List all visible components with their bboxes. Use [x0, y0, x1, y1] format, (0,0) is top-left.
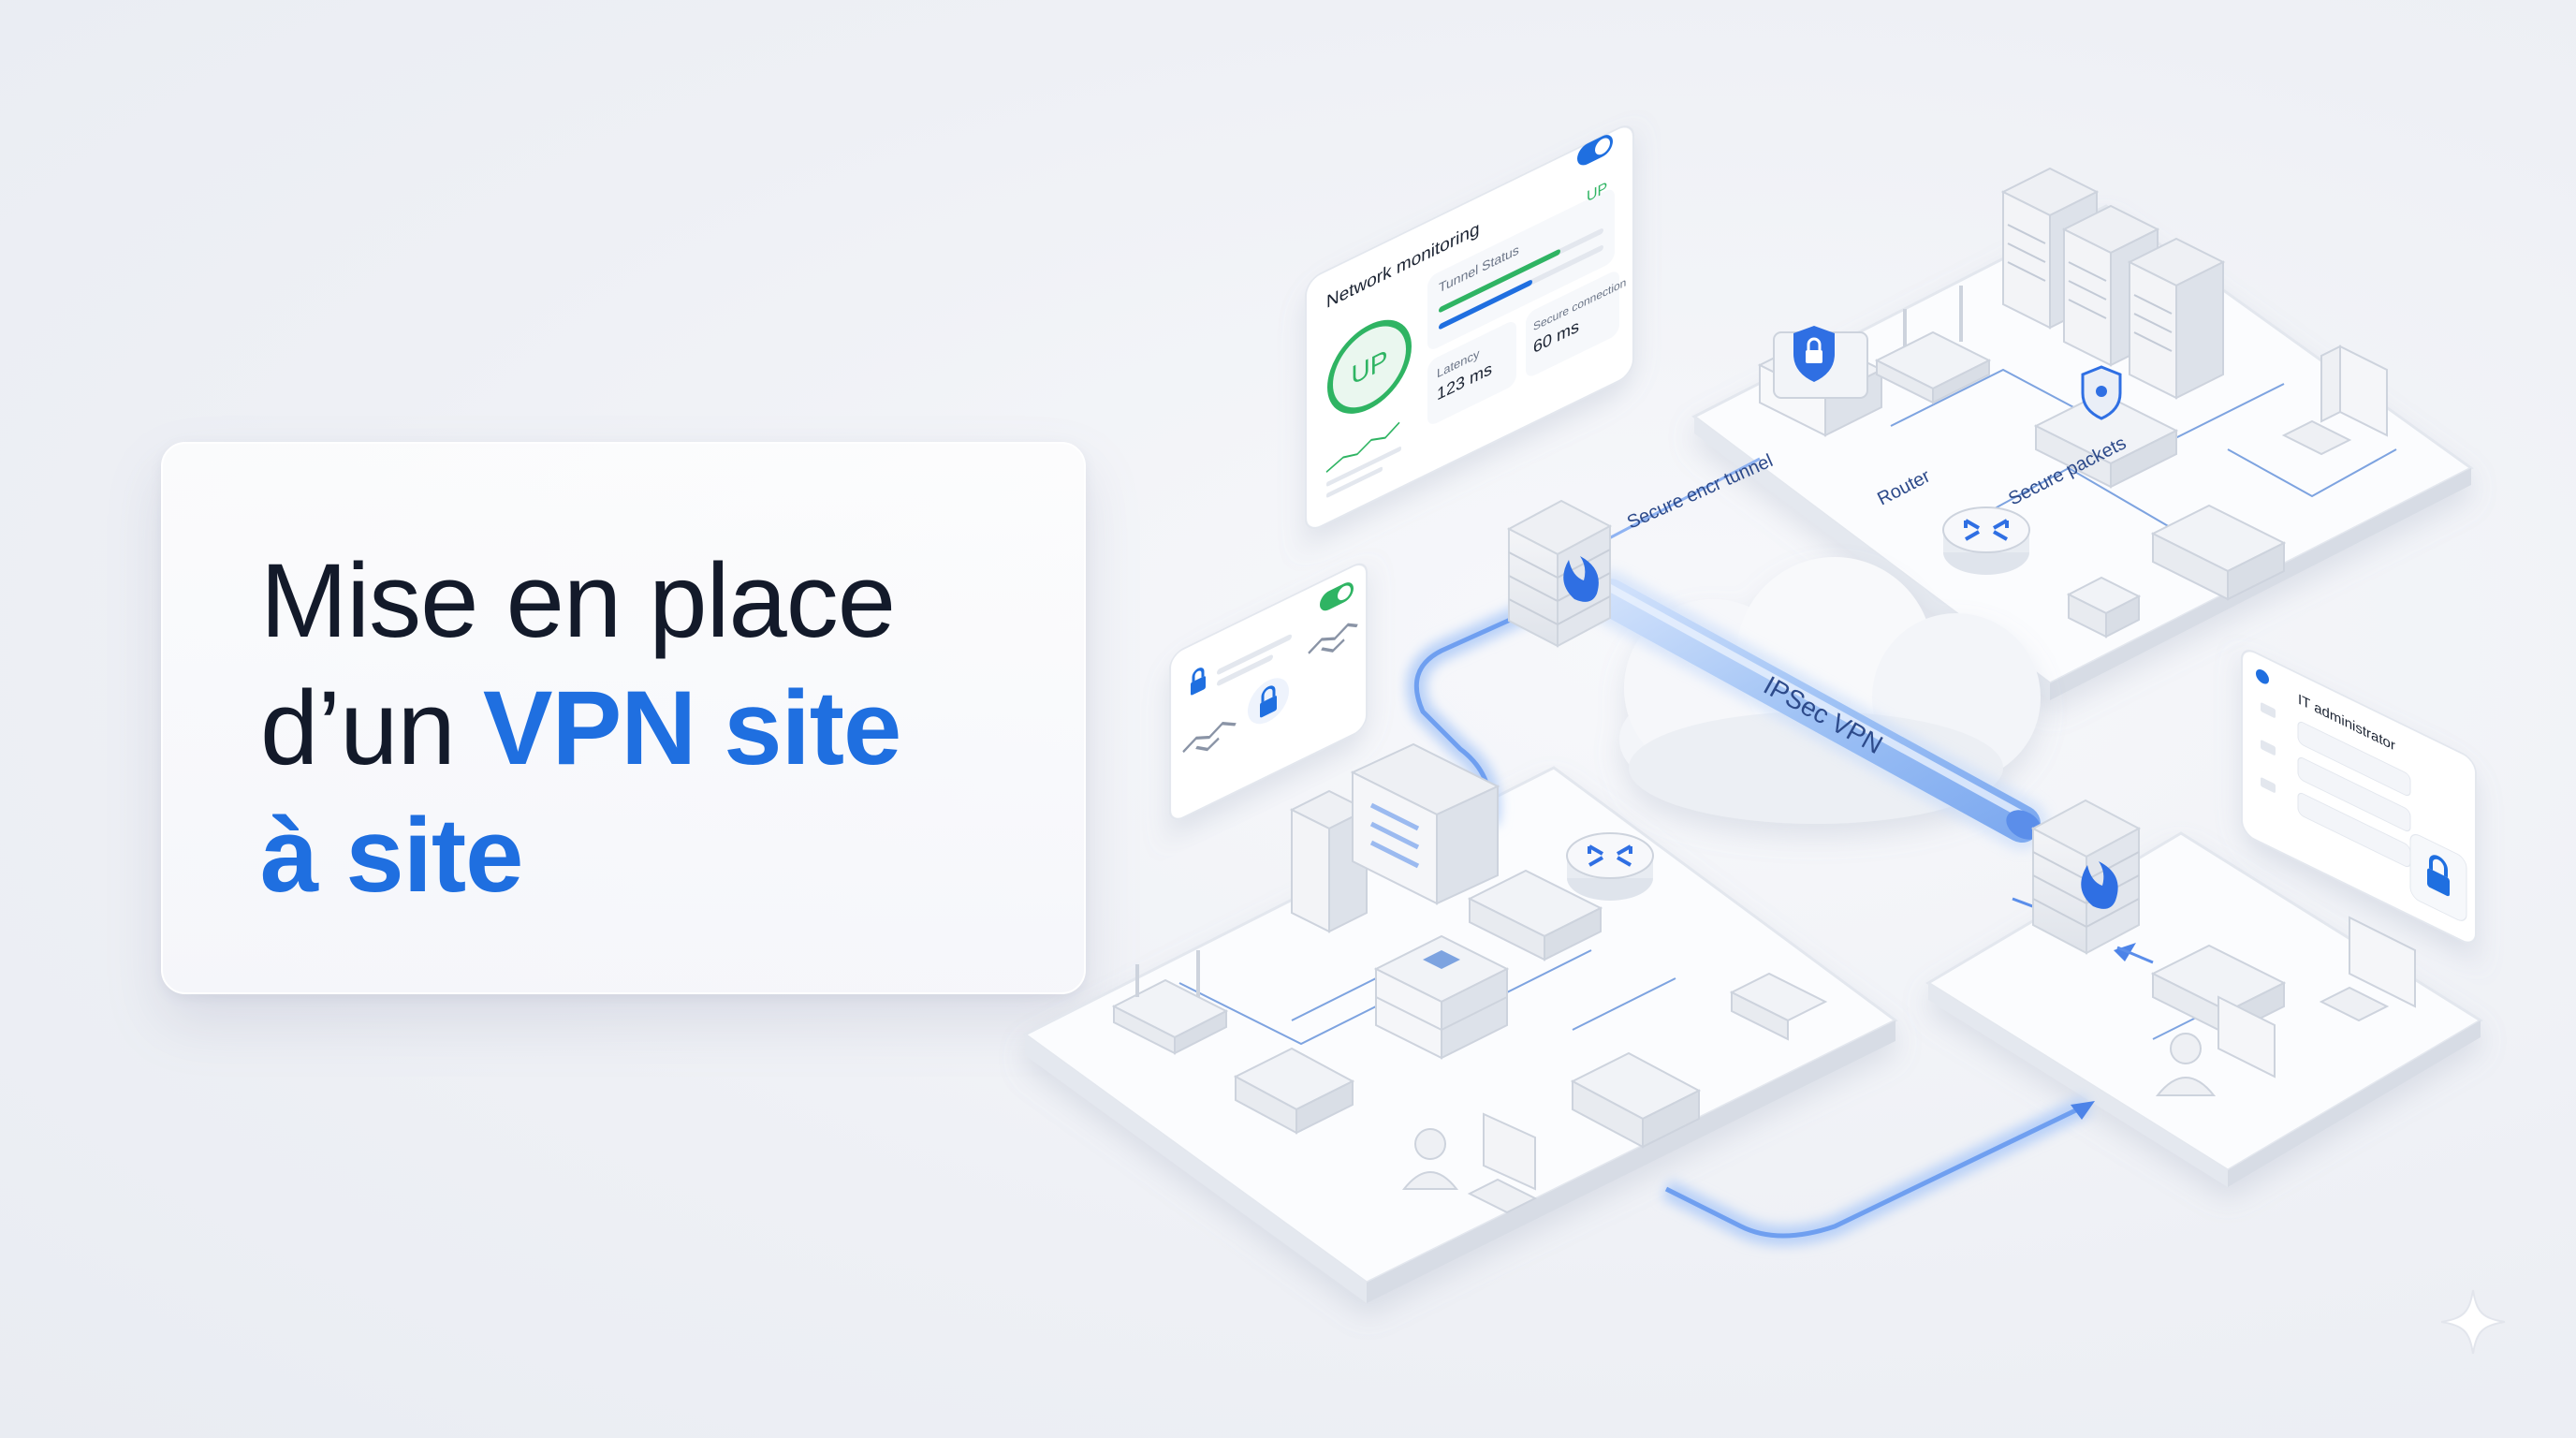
firewall-top — [1506, 499, 1613, 648]
firewall-right — [2030, 799, 2142, 955]
wifi-router — [1874, 286, 1992, 404]
page-title: Mise en place d’un VPN site à site — [260, 537, 1065, 919]
shield-lock-icon — [2081, 365, 2122, 420]
title-card: Mise en place d’un VPN site à site — [161, 442, 1086, 994]
switch-small — [1233, 1047, 1355, 1135]
server-rack-left — [1289, 742, 1500, 933]
core-switch — [1373, 934, 1510, 1060]
title-line-3: à site — [260, 797, 523, 914]
title-highlight: VPN site — [482, 669, 901, 786]
lock-icon — [1191, 668, 1206, 696]
switch-left — [1467, 869, 1603, 961]
secure-tunnel-label: Secure encr tunnel — [1624, 450, 1776, 533]
status-ring — [1327, 319, 1412, 414]
desktop-computer — [2319, 916, 2416, 1022]
lock-icon — [2427, 855, 2450, 897]
server-rack — [2000, 167, 2226, 400]
switch-right — [2150, 944, 2287, 1036]
wifi-router — [1111, 950, 1229, 1055]
network-monitoring-panel: Network monitoring UP Tunnel Status UP L… — [1305, 125, 1634, 530]
title-line-1: Mise en place — [260, 542, 896, 659]
title-line-2-prefix: d’un — [260, 669, 483, 786]
flame-icon — [2081, 861, 2118, 909]
user-workstation — [1401, 1112, 1538, 1214]
shield-lock-icon — [1793, 326, 1835, 382]
nas-device — [2066, 504, 2287, 638]
router-icon — [1942, 506, 2030, 575]
lock-icon — [1260, 685, 1277, 718]
network-switch — [2033, 365, 2179, 489]
flame-icon — [1563, 556, 1599, 602]
sparkle-icon — [2440, 1289, 2506, 1355]
handshake-panel — [1169, 563, 1368, 820]
handshake-icon — [1308, 623, 1358, 654]
admin-workstation — [2155, 995, 2276, 1096]
router-icon — [1566, 832, 1654, 901]
desktop-computer — [2281, 345, 2388, 456]
title-line-2: d’un VPN site — [260, 665, 1065, 792]
ipsec-tunnel — [1584, 571, 2048, 850]
handshake-icon — [1182, 721, 1237, 754]
cloud-icon — [1619, 557, 2041, 824]
nas-left — [1570, 972, 1828, 1149]
it-admin-panel: IT administrator — [2241, 650, 2477, 944]
